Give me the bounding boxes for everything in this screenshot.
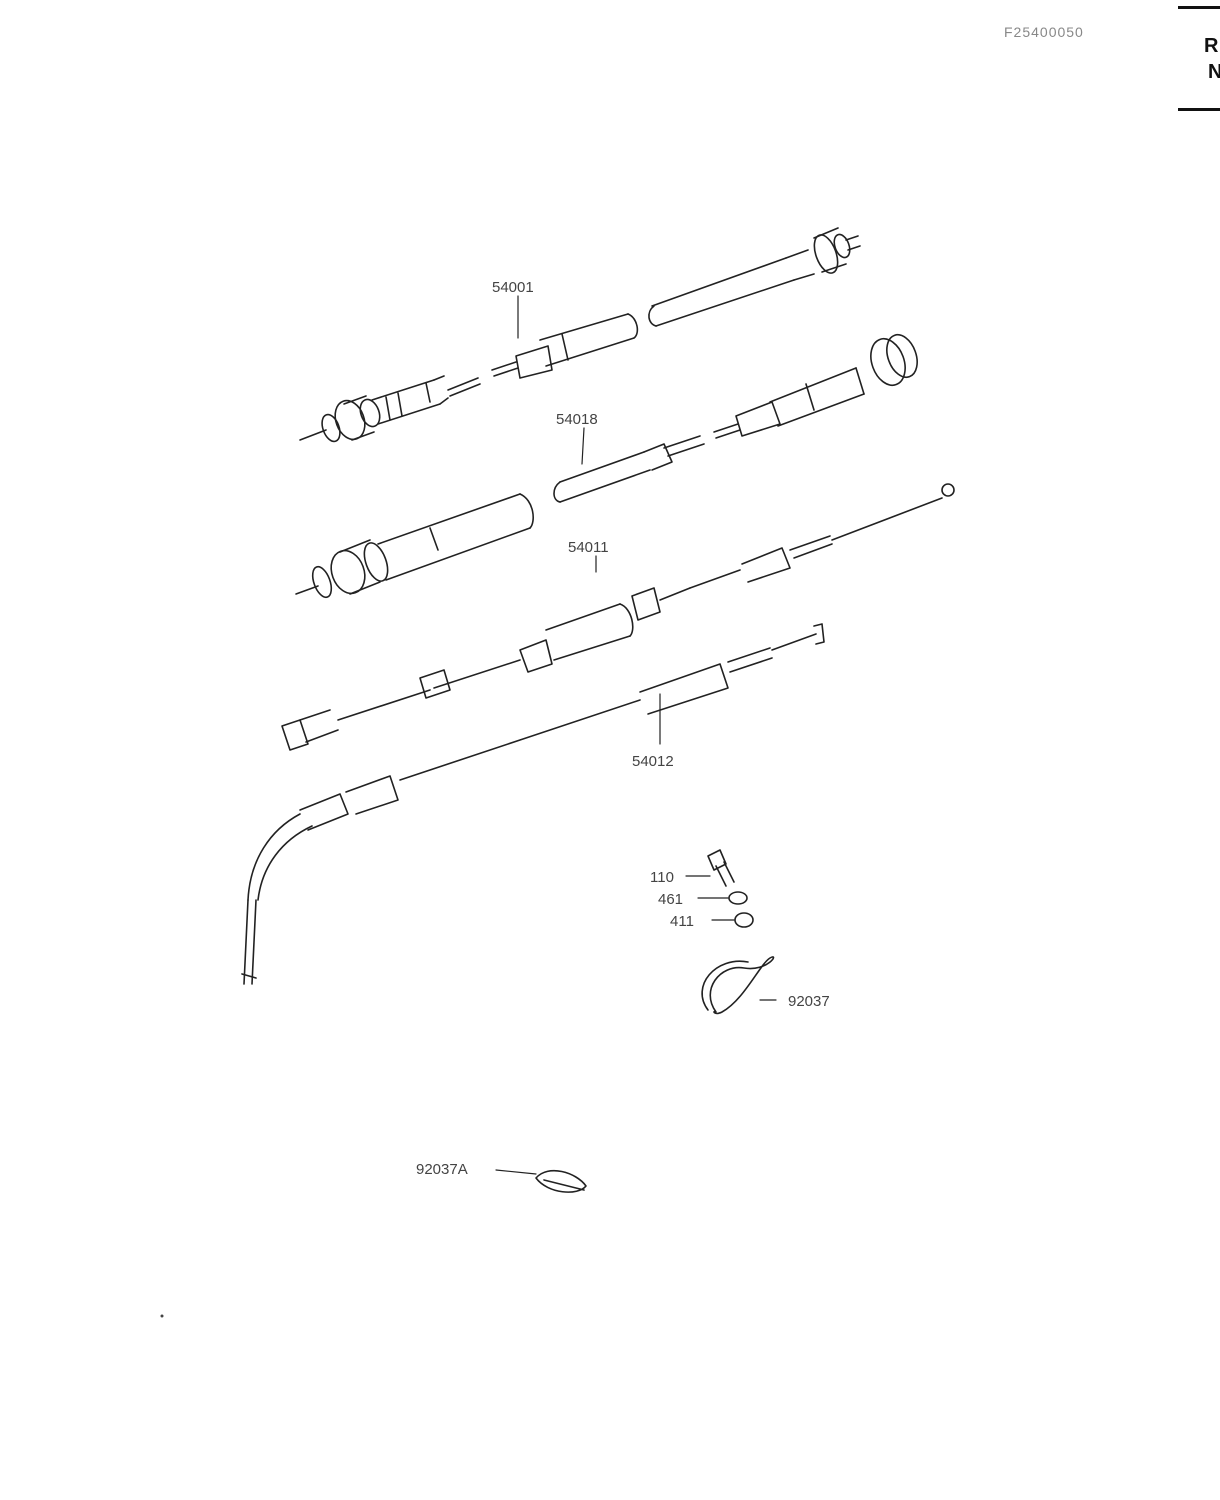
cable-54001-illustration <box>299 227 861 443</box>
part-label-54018: 54018 <box>556 411 598 428</box>
tab-letter-2: N <box>1208 61 1220 83</box>
cable-54011-illustration <box>281 483 955 751</box>
cable-54018-illustration <box>295 333 918 599</box>
cable-54012-illustration <box>241 623 825 985</box>
washer-461-illustration <box>728 891 748 905</box>
part-label-92037: 92037 <box>788 993 830 1010</box>
part-label-461: 461 <box>658 891 683 908</box>
part-label-54012: 54012 <box>632 753 674 770</box>
tab-letter-1: R <box>1204 35 1219 57</box>
part-label-411: 411 <box>670 913 694 930</box>
nut-411-illustration <box>734 912 754 928</box>
part-label-54001: 54001 <box>492 279 534 296</box>
bolt-110-illustration <box>707 849 735 887</box>
part-label-110: 110 <box>650 869 674 886</box>
clamp-92037-illustration <box>701 956 775 1015</box>
diagram-reference-code: F25400050 <box>1004 24 1084 40</box>
part-label-54011: 54011 <box>568 539 609 556</box>
clip-92037A-illustration <box>535 1169 587 1193</box>
tab-bottom-rule <box>1178 108 1220 111</box>
part-label-92037A: 92037A <box>416 1161 468 1178</box>
tab-top-rule <box>1178 6 1220 9</box>
page-speck <box>160 1314 164 1318</box>
leader-lines <box>495 295 777 1175</box>
